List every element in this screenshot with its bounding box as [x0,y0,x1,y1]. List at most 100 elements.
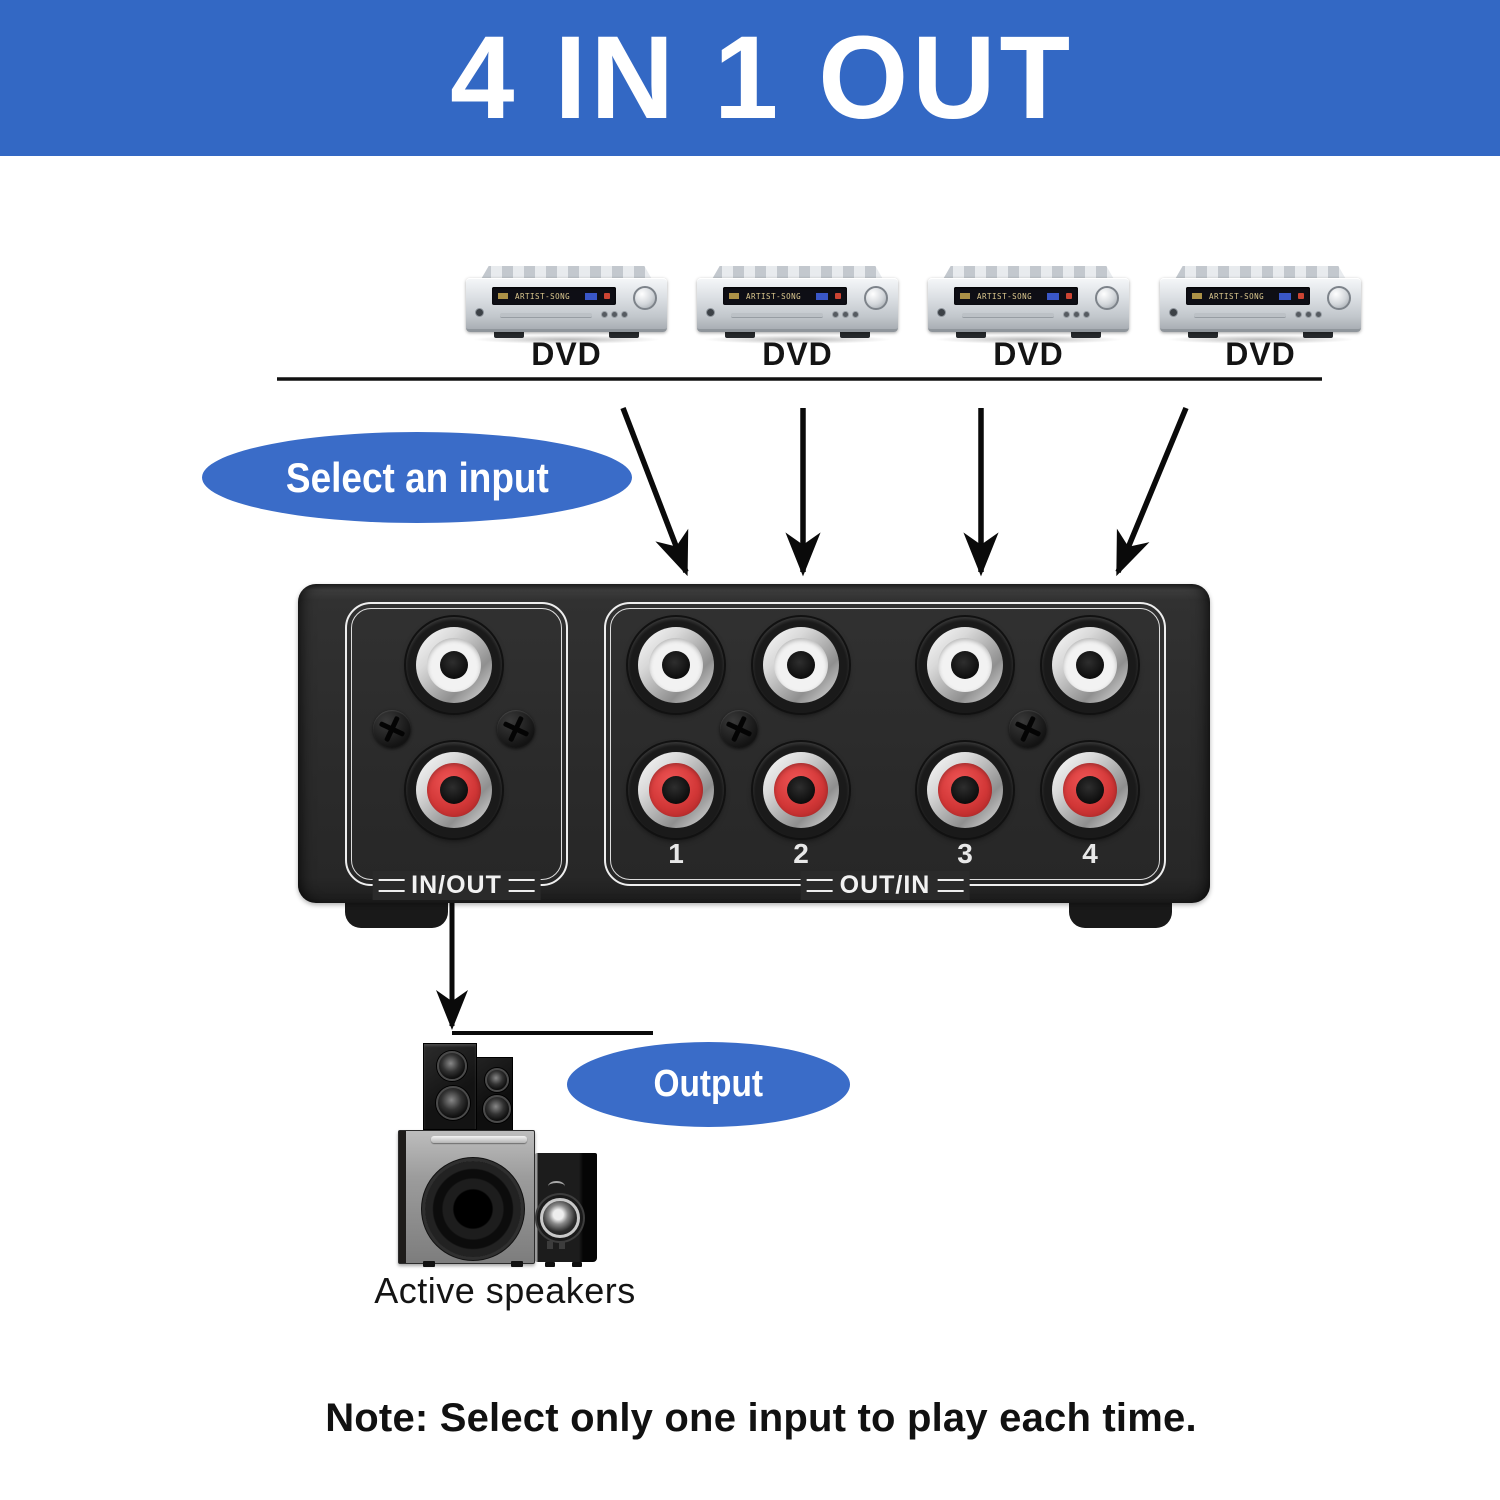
display-disc-icon [1047,292,1059,300]
woofer-driver [436,1086,470,1120]
device-foot [1071,329,1101,338]
label-flourish [508,879,535,892]
inout-panel: IN/OUT [345,602,568,900]
screw-icon [373,710,411,748]
source-label-2: DVD [762,336,833,372]
display-segment-icon [1192,293,1202,299]
source-device-3: ARTIST-SONG [926,266,1131,346]
audio-switcher-box: IN/OUT OUT/IN 1 2 3 4 [298,584,1210,903]
power-button [1170,309,1177,316]
device-display: ARTIST-SONG [1186,287,1310,305]
tower-button [547,1241,553,1249]
note-text: Note: Select only one input to play each… [325,1396,1197,1440]
device-foot [725,329,755,338]
label-flourish [378,879,405,892]
outin-label-group: OUT/IN [800,871,970,900]
volume-knob [1095,286,1119,310]
input-arrow-1 [620,407,689,577]
label-flourish [806,879,833,892]
volume-knob [633,286,657,310]
inout-label-group: IN/OUT [372,871,541,900]
display-rec-icon [1298,293,1304,299]
banner-title: 4 IN 1 OUT [449,12,1074,144]
source-label-1: DVD [531,336,602,372]
display-rec-icon [604,293,610,299]
device-body: ARTIST-SONG [466,278,667,332]
device-shadow [934,335,1123,344]
inout-label: IN/OUT [411,871,502,899]
screw-icon [720,710,758,748]
screw-icon [1009,710,1047,748]
power-button [707,309,714,316]
device-display: ARTIST-SONG [492,287,616,305]
port2-white-rca-jack [753,617,849,713]
bookshelf-speaker-left [423,1043,477,1130]
device-foot [1303,329,1333,338]
device-shadow [472,335,661,344]
device-vents [942,266,1115,281]
label-flourish [937,879,964,892]
display-rec-icon [835,293,841,299]
tower-speaker [535,1153,597,1262]
active-speakers-image [395,1040,610,1268]
port2-red-rca-jack [753,742,849,838]
speaker-foot [572,1262,582,1267]
device-vents [711,266,884,281]
volume-knob [1327,286,1351,310]
subwoofer-driver [425,1161,521,1257]
subwoofer [398,1130,535,1264]
input-arrow-4 [1115,406,1189,577]
port1-white-rca-jack [628,617,724,713]
display-segment-icon [729,293,739,299]
device-foot [494,329,524,338]
display-segment-icon [960,293,970,299]
device-body: ARTIST-SONG [697,278,898,332]
select-input-callout: Select an input [202,432,632,523]
port4-white-rca-jack [1042,617,1138,713]
tweeter-driver [485,1068,509,1092]
power-button [476,309,483,316]
select-input-label: Select an input [285,453,549,501]
device-foot [840,329,870,338]
active-speakers-label: Active speakers [374,1270,636,1311]
outin-panel: OUT/IN [604,602,1166,900]
inout-white-rca-jack [406,617,502,713]
port-number-1: 1 [668,838,684,869]
device-body: ARTIST-SONG [1160,278,1361,332]
disc-slot [731,313,823,318]
display-text: ARTIST-SONG [1209,291,1265,301]
device-display: ARTIST-SONG [723,287,847,305]
disc-slot [962,313,1054,318]
device-buttons [602,312,627,317]
volume-knob [864,286,888,310]
device-buttons [833,312,858,317]
port4-red-rca-jack [1042,742,1138,838]
display-text: ARTIST-SONG [977,291,1033,301]
source-label-3: DVD [993,336,1064,372]
tower-button [559,1241,565,1249]
device-vents [1174,266,1347,281]
port1-red-rca-jack [628,742,724,838]
power-button [938,309,945,316]
disc-slot [1194,313,1286,318]
display-disc-icon [585,292,597,300]
port-number-3: 3 [957,838,973,869]
device-foot [1188,329,1218,338]
speaker-foot [545,1262,555,1267]
device-foot [956,329,986,338]
subwoofer-trim [431,1136,527,1143]
device-buttons [1296,312,1321,317]
output-callout: Output [567,1042,850,1127]
speaker-foot [423,1261,435,1267]
source-device-2: ARTIST-SONG [695,266,900,346]
source-label-4: DVD [1225,336,1296,372]
display-disc-icon [1279,292,1291,300]
source-device-1: ARTIST-SONG [464,266,669,346]
port-number-4: 4 [1082,838,1098,869]
port3-white-rca-jack [917,617,1013,713]
display-rec-icon [1066,293,1072,299]
tweeter-driver [437,1051,467,1081]
port3-red-rca-jack [917,742,1013,838]
woofer-driver [483,1095,511,1123]
bookshelf-speaker-right [476,1057,513,1132]
